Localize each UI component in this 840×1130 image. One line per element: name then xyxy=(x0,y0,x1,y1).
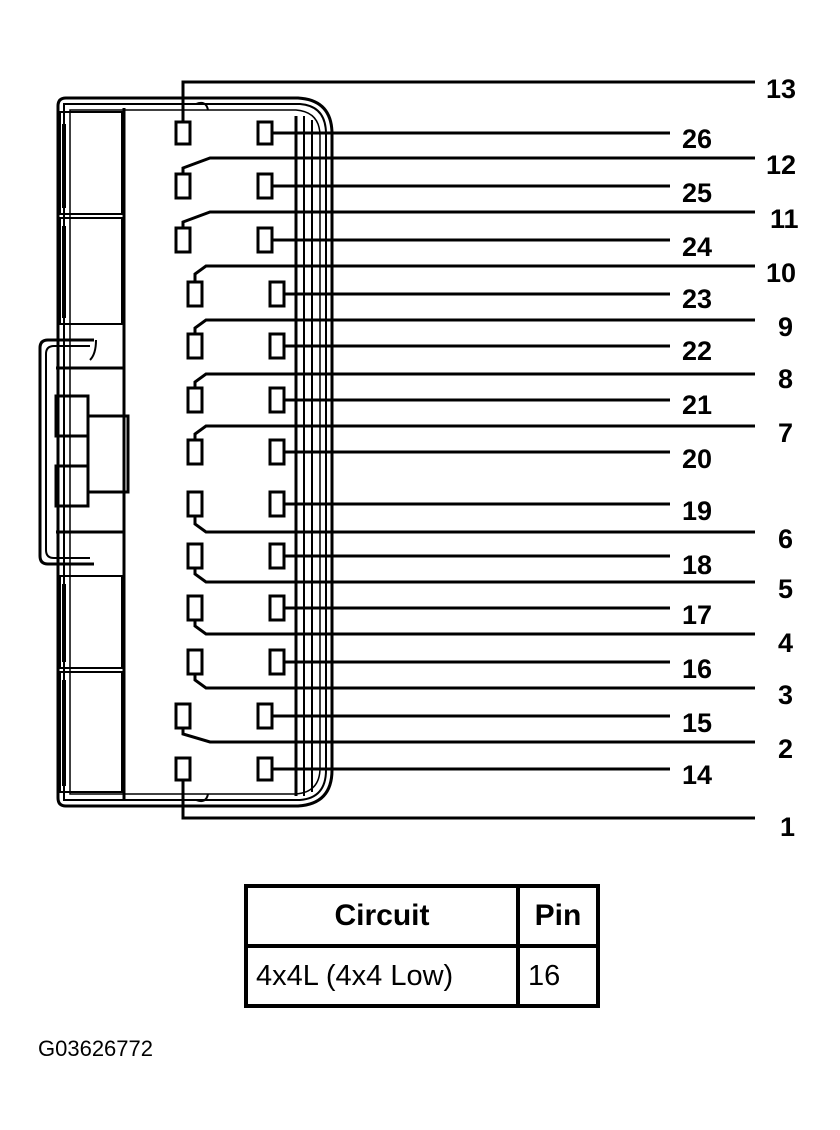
pin-label: 18 xyxy=(682,550,712,580)
pin-label: 10 xyxy=(766,258,796,288)
pin-label: 8 xyxy=(778,364,793,394)
pin-label: 26 xyxy=(682,124,712,154)
pin-label: 20 xyxy=(682,444,712,474)
pin-label: 12 xyxy=(766,150,796,180)
figure-code: G03626772 xyxy=(38,1036,153,1061)
pin-label: 11 xyxy=(770,204,799,234)
pin-label: 3 xyxy=(778,680,793,710)
table-header-row: Circuit Pin xyxy=(244,884,600,948)
connector-pinout-diagram: 13 12 11 10 9 8 7 6 5 4 3 2 1 26 25 24 2… xyxy=(38,74,799,842)
pin-label: 1 xyxy=(780,812,795,842)
pin-label: 19 xyxy=(682,496,712,526)
cell-pin: 16 xyxy=(516,944,600,1008)
pin-label: 25 xyxy=(682,178,712,208)
column-header-pin: Pin xyxy=(516,884,600,948)
pin-label: 14 xyxy=(682,760,712,790)
pin-label: 15 xyxy=(682,708,712,738)
pin-label: 6 xyxy=(778,524,793,554)
pin-label: 4 xyxy=(778,628,793,658)
pin-cavities xyxy=(174,120,286,782)
pin-labels-inner: 26 25 24 23 22 21 20 19 18 17 16 15 14 xyxy=(682,124,712,790)
leader-lines-inner xyxy=(272,131,670,771)
table-row: 4x4L (4x4 Low) 16 xyxy=(244,944,600,1008)
pin-label: 5 xyxy=(778,574,793,604)
pin-label: 22 xyxy=(682,336,712,366)
cell-circuit: 4x4L (4x4 Low) xyxy=(244,944,520,1008)
pin-label: 16 xyxy=(682,654,712,684)
column-header-circuit: Circuit xyxy=(244,884,520,948)
pin-label: 7 xyxy=(778,418,793,448)
connector-body xyxy=(38,96,334,808)
leader-lines-outer xyxy=(181,80,755,820)
pin-label: 2 xyxy=(778,734,793,764)
circuit-pin-table: Circuit Pin 4x4L (4x4 Low) 16 xyxy=(244,884,600,1008)
pin-label: 21 xyxy=(682,390,712,420)
pin-labels-outer: 13 12 11 10 9 8 7 6 5 4 3 2 1 xyxy=(766,74,799,842)
pin-label: 17 xyxy=(682,600,712,630)
pin-label: 9 xyxy=(778,312,793,342)
pin-label: 13 xyxy=(766,74,796,104)
pin-label: 23 xyxy=(682,284,712,314)
pin-label: 24 xyxy=(682,232,712,262)
